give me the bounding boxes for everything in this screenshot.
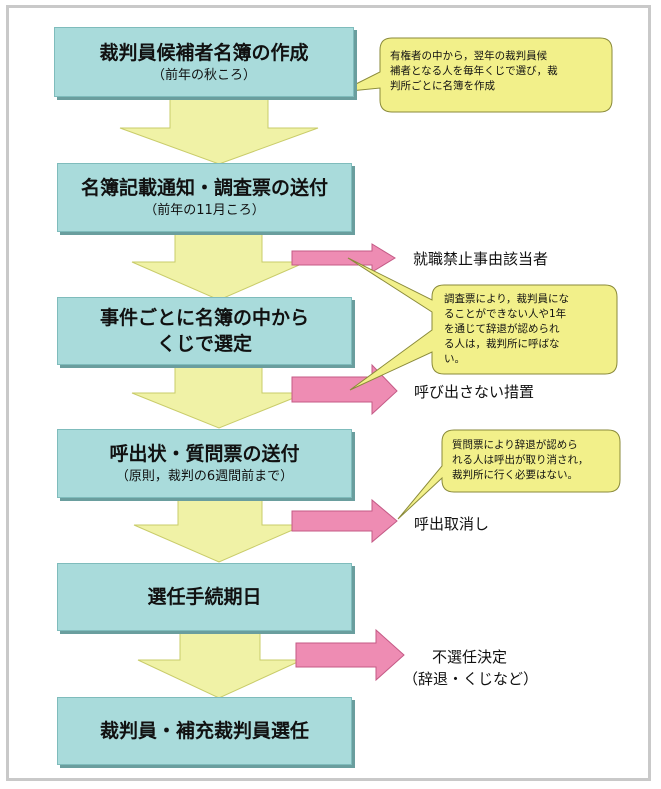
step-1-subtitle: （前年の秋ころ） bbox=[151, 67, 256, 83]
outcome-label-4: 不選任決定 bbox=[432, 648, 508, 666]
down-arrow-2 bbox=[131, 231, 307, 301]
step-1-title: 裁判員候補者名簿の作成 bbox=[99, 41, 309, 64]
outcome-label-1: 就職禁止事由該当者 bbox=[413, 250, 549, 268]
callout-3 bbox=[397, 429, 621, 520]
callout-1-text: 有権者の中から，翌年の裁判員候 補者となる人を毎年くじで選び，裁 判所ごとに名簿… bbox=[390, 49, 606, 94]
callout-2 bbox=[347, 257, 618, 391]
step-4-subtitle: （原則，裁判の6週間前まで） bbox=[115, 469, 294, 484]
step-6-title: 裁判員・補充裁判員選任 bbox=[99, 720, 309, 742]
callout-3-line: 質問票により辞退が認めら bbox=[452, 439, 578, 451]
outcome-label-3: 呼出取消し bbox=[414, 515, 490, 533]
callout-3-text: 質問票により辞退が認めら れる人は呼出が取り消され， 裁判所に行く必要はない。 bbox=[452, 438, 618, 483]
diagram-frame bbox=[6, 5, 651, 781]
callout-1 bbox=[339, 37, 613, 113]
step-1-box: 裁判員候補者名簿の作成 （前年の秋ころ） bbox=[54, 27, 354, 97]
callout-3-line: れる人は呼出が取り消され， bbox=[452, 454, 589, 466]
step-3-box: 事件ごとに名簿の中から くじで選定 bbox=[57, 297, 352, 365]
callout-1-line: 補者となる人を毎年くじで選び，裁 bbox=[390, 65, 558, 77]
down-arrow-3 bbox=[131, 364, 307, 429]
callout-2-line: 調査票により，裁判員にな bbox=[444, 293, 570, 305]
callout-2-line: を通じて辞退が認められ bbox=[444, 323, 560, 335]
outcome-label-4-detail: （辞退・くじなど） bbox=[403, 670, 539, 688]
callout-1-line: 判所ごとに名簿を作成 bbox=[390, 80, 495, 92]
step-3-title-line1: 事件ごとに名簿の中から bbox=[99, 307, 309, 329]
side-arrow-4 bbox=[295, 628, 405, 682]
step-5-title: 選任手続期日 bbox=[147, 586, 262, 608]
step-3-title-line2: くじで選定 bbox=[156, 333, 252, 355]
side-arrow-3 bbox=[291, 498, 398, 544]
step-4-box: 呼出状・質問票の送付 （原則，裁判の6週間前まで） bbox=[57, 429, 352, 498]
callout-3-line: 裁判所に行く必要はない。 bbox=[452, 469, 578, 481]
side-arrow-1 bbox=[291, 243, 396, 273]
callout-2-text: 調査票により，裁判員にな ることができない人や1年 を通じて辞退が認められ る人… bbox=[444, 292, 614, 367]
callout-2-line: ることができない人や1年 bbox=[444, 308, 567, 320]
callout-2-line: い。 bbox=[444, 353, 465, 365]
step-2-title: 名簿記載通知・調査票の送付 bbox=[80, 177, 328, 199]
step-2-subtitle: （前年の11月ころ） bbox=[144, 203, 265, 218]
down-arrow-4 bbox=[133, 497, 305, 563]
step-5-box: 選任手続期日 bbox=[57, 563, 352, 631]
callout-2-line: る人は，裁判所に呼ばな bbox=[444, 338, 560, 350]
step-2-box: 名簿記載通知・調査票の送付 （前年の11月ころ） bbox=[57, 163, 352, 232]
outcome-label-2: 呼び出さない措置 bbox=[414, 383, 535, 401]
down-arrow-5 bbox=[137, 629, 303, 699]
step-6-box: 裁判員・補充裁判員選任 bbox=[57, 697, 352, 765]
down-arrow-1 bbox=[119, 97, 319, 165]
step-4-title: 呼出状・質問票の送付 bbox=[109, 443, 300, 465]
callout-1-line: 有権者の中から，翌年の裁判員候 bbox=[390, 50, 548, 62]
